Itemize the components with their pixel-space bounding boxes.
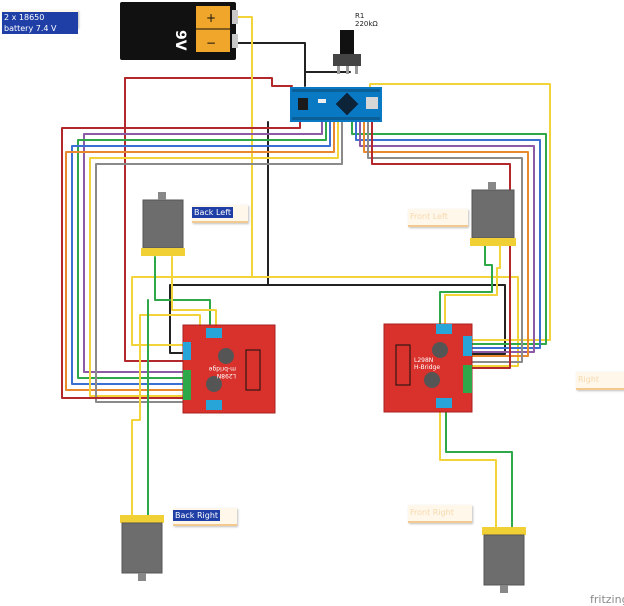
motor-front-left	[470, 182, 516, 246]
wire-ground-bus	[267, 121, 506, 355]
fritzing-watermark: fritzing	[590, 593, 624, 606]
battery-minus-sign: −	[206, 36, 216, 50]
front-right-note[interactable]: Front Right	[408, 505, 472, 523]
motor-back-right	[120, 515, 164, 581]
battery-label: 9V	[172, 30, 188, 51]
back-left-note[interactable]: Back Left	[192, 205, 248, 223]
motor-back-left	[141, 192, 185, 256]
right-driver-text1: L298N	[414, 357, 433, 364]
wire-back-left-motor-b	[171, 256, 217, 331]
battery-note-text: 2 x 18650 battery 7.4 V	[2, 12, 78, 34]
front-right-note-text: Front Right	[410, 508, 454, 517]
right-note-text: Right	[578, 375, 600, 384]
back-right-note-text: Back Right	[173, 510, 221, 521]
back-left-note-text: Back Left	[192, 207, 234, 218]
wire-front-right-motor-b	[445, 409, 513, 528]
l298n-left: m-bridge L298N	[182, 324, 276, 414]
l298n-right: L298N H-Bridge	[383, 323, 473, 413]
arduino-nano	[290, 87, 382, 122]
wire-front-left-motor-b	[444, 245, 501, 331]
wire-yellow-left	[131, 276, 253, 346]
right-driver-text2: H-Bridge	[414, 364, 440, 371]
battery-note[interactable]: 2 x 18650 battery 7.4 V	[2, 10, 78, 34]
wire-battery-positive	[124, 77, 293, 87]
battery-9v: + − 9V	[120, 2, 238, 60]
battery-plus-sign: +	[206, 11, 216, 25]
potentiometer-ref: R1	[355, 12, 365, 20]
wire-ground-left	[169, 284, 269, 354]
wire-red-left-drop	[124, 77, 184, 362]
front-left-note-text: Front Left	[410, 212, 448, 221]
wire-back-left-motor-a	[154, 256, 211, 331]
wire-battery-negative	[229, 42, 306, 87]
front-left-note[interactable]: Front Left	[408, 209, 468, 227]
wire-front-right-motor-a	[439, 409, 497, 528]
left-driver-text1: m-bridge	[208, 365, 236, 372]
potentiometer	[333, 30, 361, 74]
motor-front-right	[482, 527, 526, 593]
potentiometer-value: 220kΩ	[355, 20, 378, 28]
back-right-note[interactable]: Back Right	[173, 508, 237, 526]
right-note[interactable]: Right	[576, 372, 624, 390]
wire-front-left-motor-a	[439, 245, 493, 331]
potentiometer-label: R1 220kΩ	[355, 12, 378, 28]
left-driver-text2: L298N	[217, 372, 236, 379]
wire-yellow-top	[369, 83, 551, 341]
